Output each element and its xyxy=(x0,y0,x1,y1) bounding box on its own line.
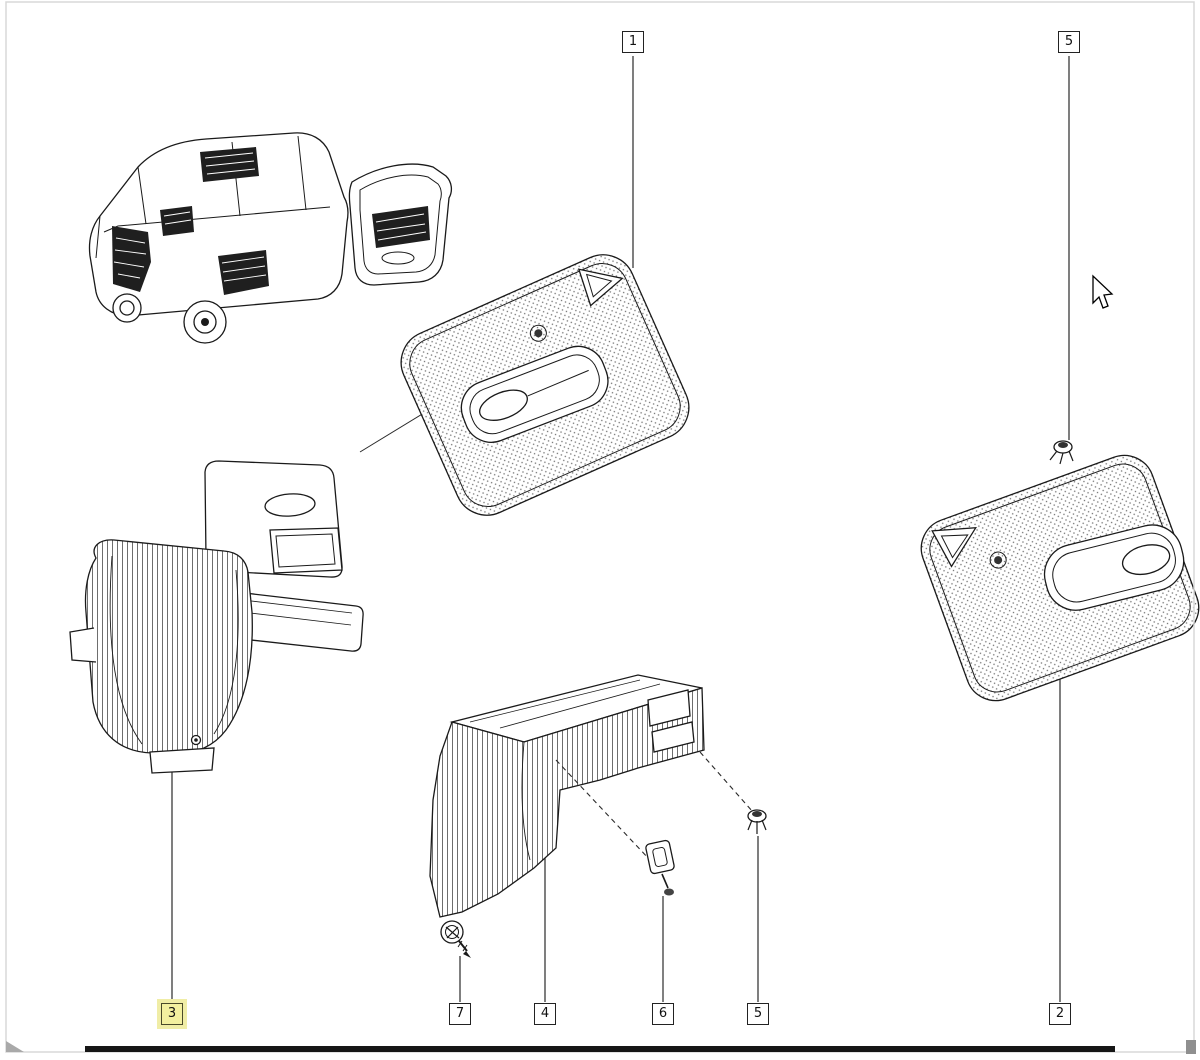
front-door-trim-panel-drawing xyxy=(400,254,690,516)
callout-4[interactable]: 4 xyxy=(534,1003,556,1025)
callout-3[interactable]: 3 xyxy=(161,1003,183,1025)
mouse-cursor-icon xyxy=(1092,274,1114,309)
page-frame xyxy=(5,1,1196,1054)
callout-7[interactable]: 7 xyxy=(449,1003,471,1025)
assembly-dashed-lines xyxy=(555,751,754,861)
callout-1[interactable]: 1 xyxy=(622,31,644,53)
callout-6[interactable]: 6 xyxy=(652,1003,674,1025)
clip-drawing-6 xyxy=(645,839,675,896)
rear-door-trim-panel-drawing xyxy=(920,454,1200,702)
screw-drawing xyxy=(440,920,471,958)
callout-5-top[interactable]: 5 xyxy=(1058,31,1080,53)
callout-2[interactable]: 2 xyxy=(1049,1003,1071,1025)
clip-drawing-5-bottom xyxy=(747,809,767,834)
vehicle-overview-sketch xyxy=(88,132,453,344)
rear-quarter-trim-drawing xyxy=(69,460,364,774)
lower-quarter-trim-drawing xyxy=(429,674,705,918)
clip-drawing-5-top xyxy=(1049,440,1074,465)
callout-5-bottom[interactable]: 5 xyxy=(747,1003,769,1025)
